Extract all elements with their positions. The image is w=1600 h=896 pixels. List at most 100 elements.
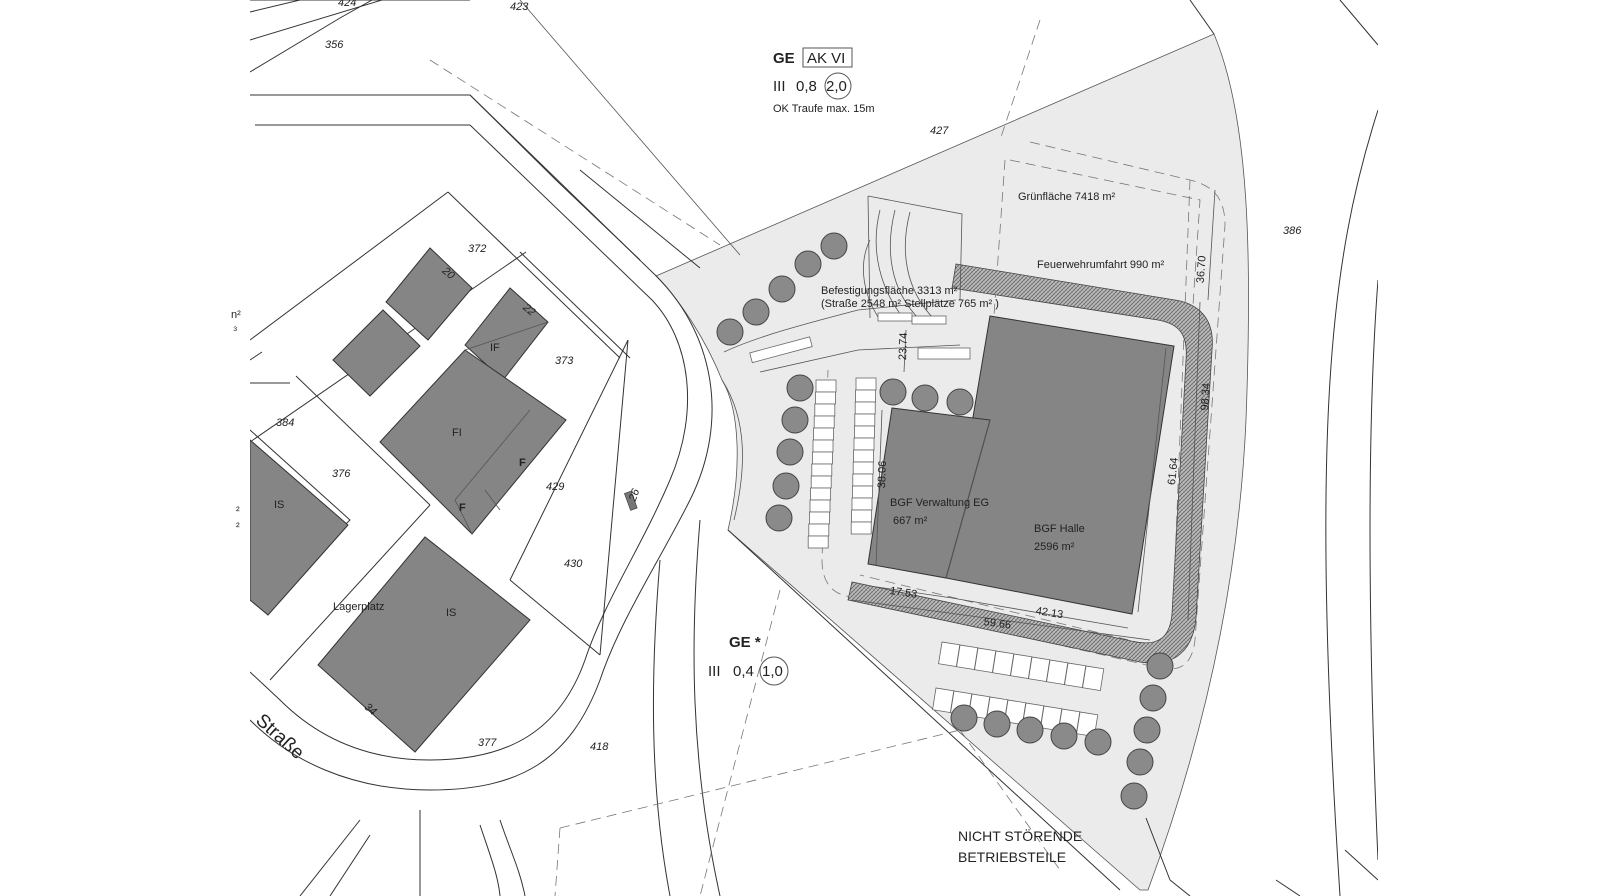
site-access <box>721 195 971 521</box>
tree <box>820 232 848 260</box>
parking-stall <box>956 644 979 671</box>
parcel-430: 430 <box>564 558 583 570</box>
tree <box>946 388 974 416</box>
edge-fragment-1: n² <box>231 309 241 321</box>
parcel-427: 427 <box>930 125 949 137</box>
parking-stall <box>852 473 874 487</box>
parking-stall <box>812 439 834 453</box>
parking-stall <box>850 521 872 535</box>
parcel-384: 384 <box>276 417 294 429</box>
parking-stall <box>809 499 831 513</box>
parcel-429: 429 <box>546 481 564 493</box>
parcel-372: 372 <box>468 243 486 255</box>
tree <box>781 406 809 434</box>
dim-36-70: 36.70 <box>1195 255 1209 283</box>
tree <box>983 710 1011 738</box>
parking-stall <box>853 449 874 463</box>
parking-stall <box>807 535 829 549</box>
zone2-type: GE * <box>729 634 761 651</box>
bgf-halle-label: BGF Halle <box>1034 523 1085 535</box>
tree <box>768 275 796 303</box>
tree <box>1126 748 1154 776</box>
right-boundaries <box>1145 0 1379 896</box>
bgf-verwaltung-label: BGF Verwaltung EG <box>890 497 989 509</box>
parcel-373: 373 <box>555 355 574 367</box>
lower-street <box>299 519 1121 896</box>
tree <box>1139 684 1167 712</box>
dim-98-34: 98.34 <box>1199 383 1213 411</box>
parking-stall <box>853 437 875 451</box>
zone1-gfz: 2,0 <box>826 78 847 95</box>
tree <box>776 438 804 466</box>
zone2-storeys: III <box>708 663 721 680</box>
tree <box>1146 652 1174 680</box>
tree <box>794 250 822 278</box>
parcel-386: 386 <box>1283 225 1302 237</box>
parking-stall <box>992 650 1015 677</box>
parking-stall <box>974 647 997 674</box>
lagerplatz-label: Lagerplatz <box>333 601 384 613</box>
zone1-storeys: III <box>773 78 786 95</box>
building-code-is2: IS <box>446 607 456 619</box>
parking-stall <box>932 687 955 714</box>
zone1-class: AK VI <box>807 50 845 67</box>
parking-stall <box>855 389 876 403</box>
small-marker <box>624 490 638 511</box>
parking-stall <box>813 415 835 429</box>
tree <box>879 378 907 406</box>
dim-42-13: 42.13 <box>1035 605 1064 621</box>
parking-left <box>807 379 837 549</box>
tree <box>765 504 793 532</box>
parking-stall <box>813 427 834 441</box>
dim-59-66: 59.66 <box>983 616 1012 632</box>
nicht-stoerend-line2: BETRIEBSTEILE <box>958 849 1066 865</box>
zone2-gfz: 1,0 <box>762 663 783 680</box>
feuerwehr-label: Feuerwehrumfahrt 990 m² <box>1037 259 1164 271</box>
tree <box>1084 728 1112 756</box>
parking-stall <box>938 641 961 668</box>
zone1-gfz-circle <box>824 72 852 100</box>
parking-stall <box>852 461 874 475</box>
parking-stall <box>1010 653 1033 680</box>
dimension-lines <box>851 189 1216 641</box>
building-seam <box>945 419 991 579</box>
dim-23-74: 23.74 <box>897 332 910 360</box>
building-is-lagerplatz <box>317 536 531 753</box>
parking-stall <box>854 401 876 415</box>
building-code-if: IF <box>490 342 500 354</box>
parking-middle <box>850 377 877 535</box>
bgf-verwaltung-area: 667 m² <box>893 515 928 527</box>
parking-stall <box>851 497 873 511</box>
parking-stall <box>851 509 872 523</box>
parcel-lines <box>249 191 631 681</box>
building-fi <box>379 349 567 535</box>
tree <box>786 374 814 402</box>
parking-stall <box>811 463 833 477</box>
dim-38-06: 38.06 <box>876 461 889 489</box>
trees <box>716 232 1174 810</box>
parking-stall <box>1028 656 1051 683</box>
building-small <box>332 309 421 397</box>
parking-stall <box>814 403 836 417</box>
building-code-fi: FI <box>452 427 462 439</box>
zone1-height-note: OK Traufe max. 15m <box>773 103 874 115</box>
parking-stall <box>852 485 873 499</box>
parking-stall <box>810 475 832 489</box>
street-name: Straße <box>251 710 307 764</box>
tree <box>742 298 770 326</box>
parking-stall <box>815 379 837 393</box>
parcel-423: 423 <box>510 1 529 13</box>
gruenflaeche-label: Grünfläche 7418 m² <box>1018 191 1116 203</box>
building-code-is1: IS <box>274 499 284 511</box>
parcel-376: 376 <box>332 468 351 480</box>
building-code-f2: F <box>459 502 466 514</box>
tree <box>950 704 978 732</box>
dim-61-64: 61.64 <box>1166 457 1181 486</box>
befestigung-label-1: Befestigungsfläche 3313 m² <box>821 285 958 297</box>
parcel-424: 424 <box>338 0 356 9</box>
parking-stall <box>1046 659 1069 686</box>
zone1-type: GE <box>773 50 795 67</box>
parcel-418: 418 <box>590 741 609 753</box>
building-code-f1: F <box>519 457 526 469</box>
